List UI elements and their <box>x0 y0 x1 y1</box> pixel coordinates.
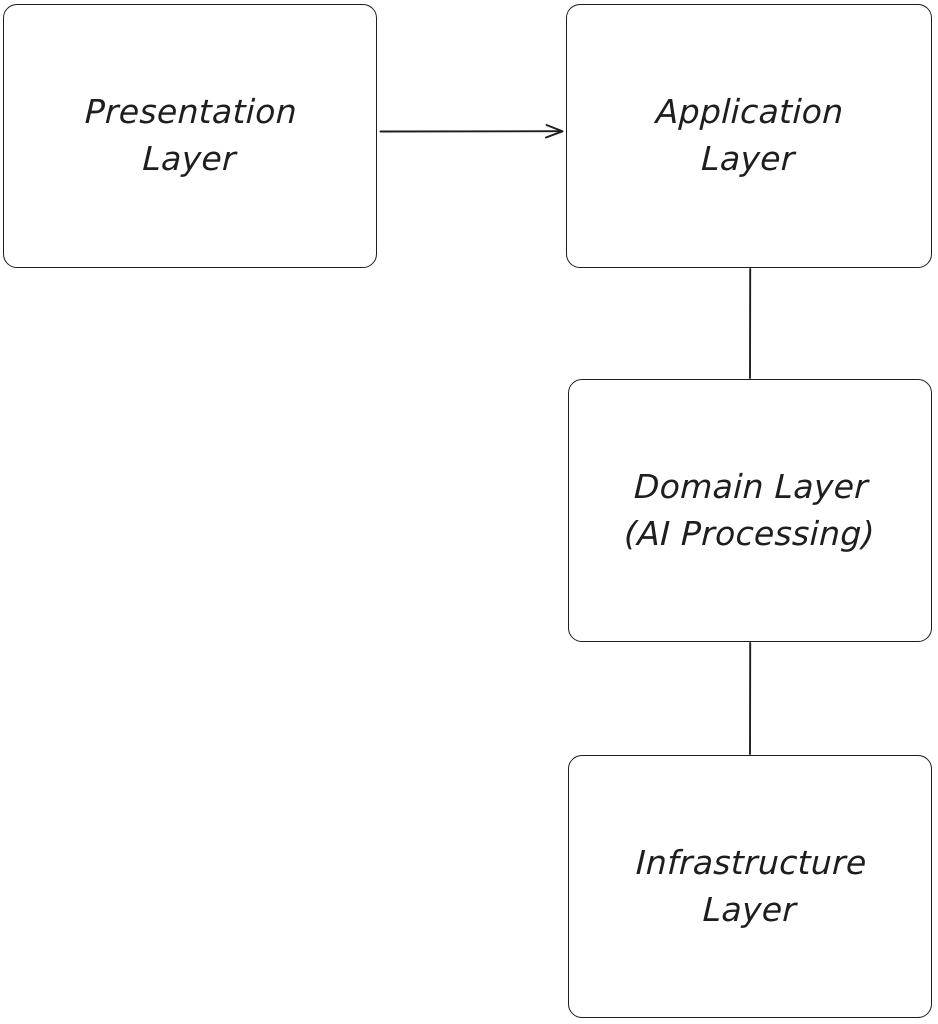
node-infrastructure-layer-label: Infrastructure Layer <box>634 842 867 929</box>
node-domain-layer[interactable]: Domain Layer (AI Processing) <box>568 379 932 642</box>
node-application-layer[interactable]: Application Layer <box>566 4 932 268</box>
connector-presentation-to-application[interactable] <box>379 124 564 139</box>
node-application-layer-label: Application Layer <box>655 92 845 178</box>
node-presentation-layer[interactable]: Presentation Layer <box>3 4 377 268</box>
node-presentation-layer-label: Presentation Layer <box>84 92 298 178</box>
node-domain-layer-label: Domain Layer (AI Processing) <box>623 466 876 553</box>
node-infrastructure-layer[interactable]: Infrastructure Layer <box>568 755 932 1018</box>
